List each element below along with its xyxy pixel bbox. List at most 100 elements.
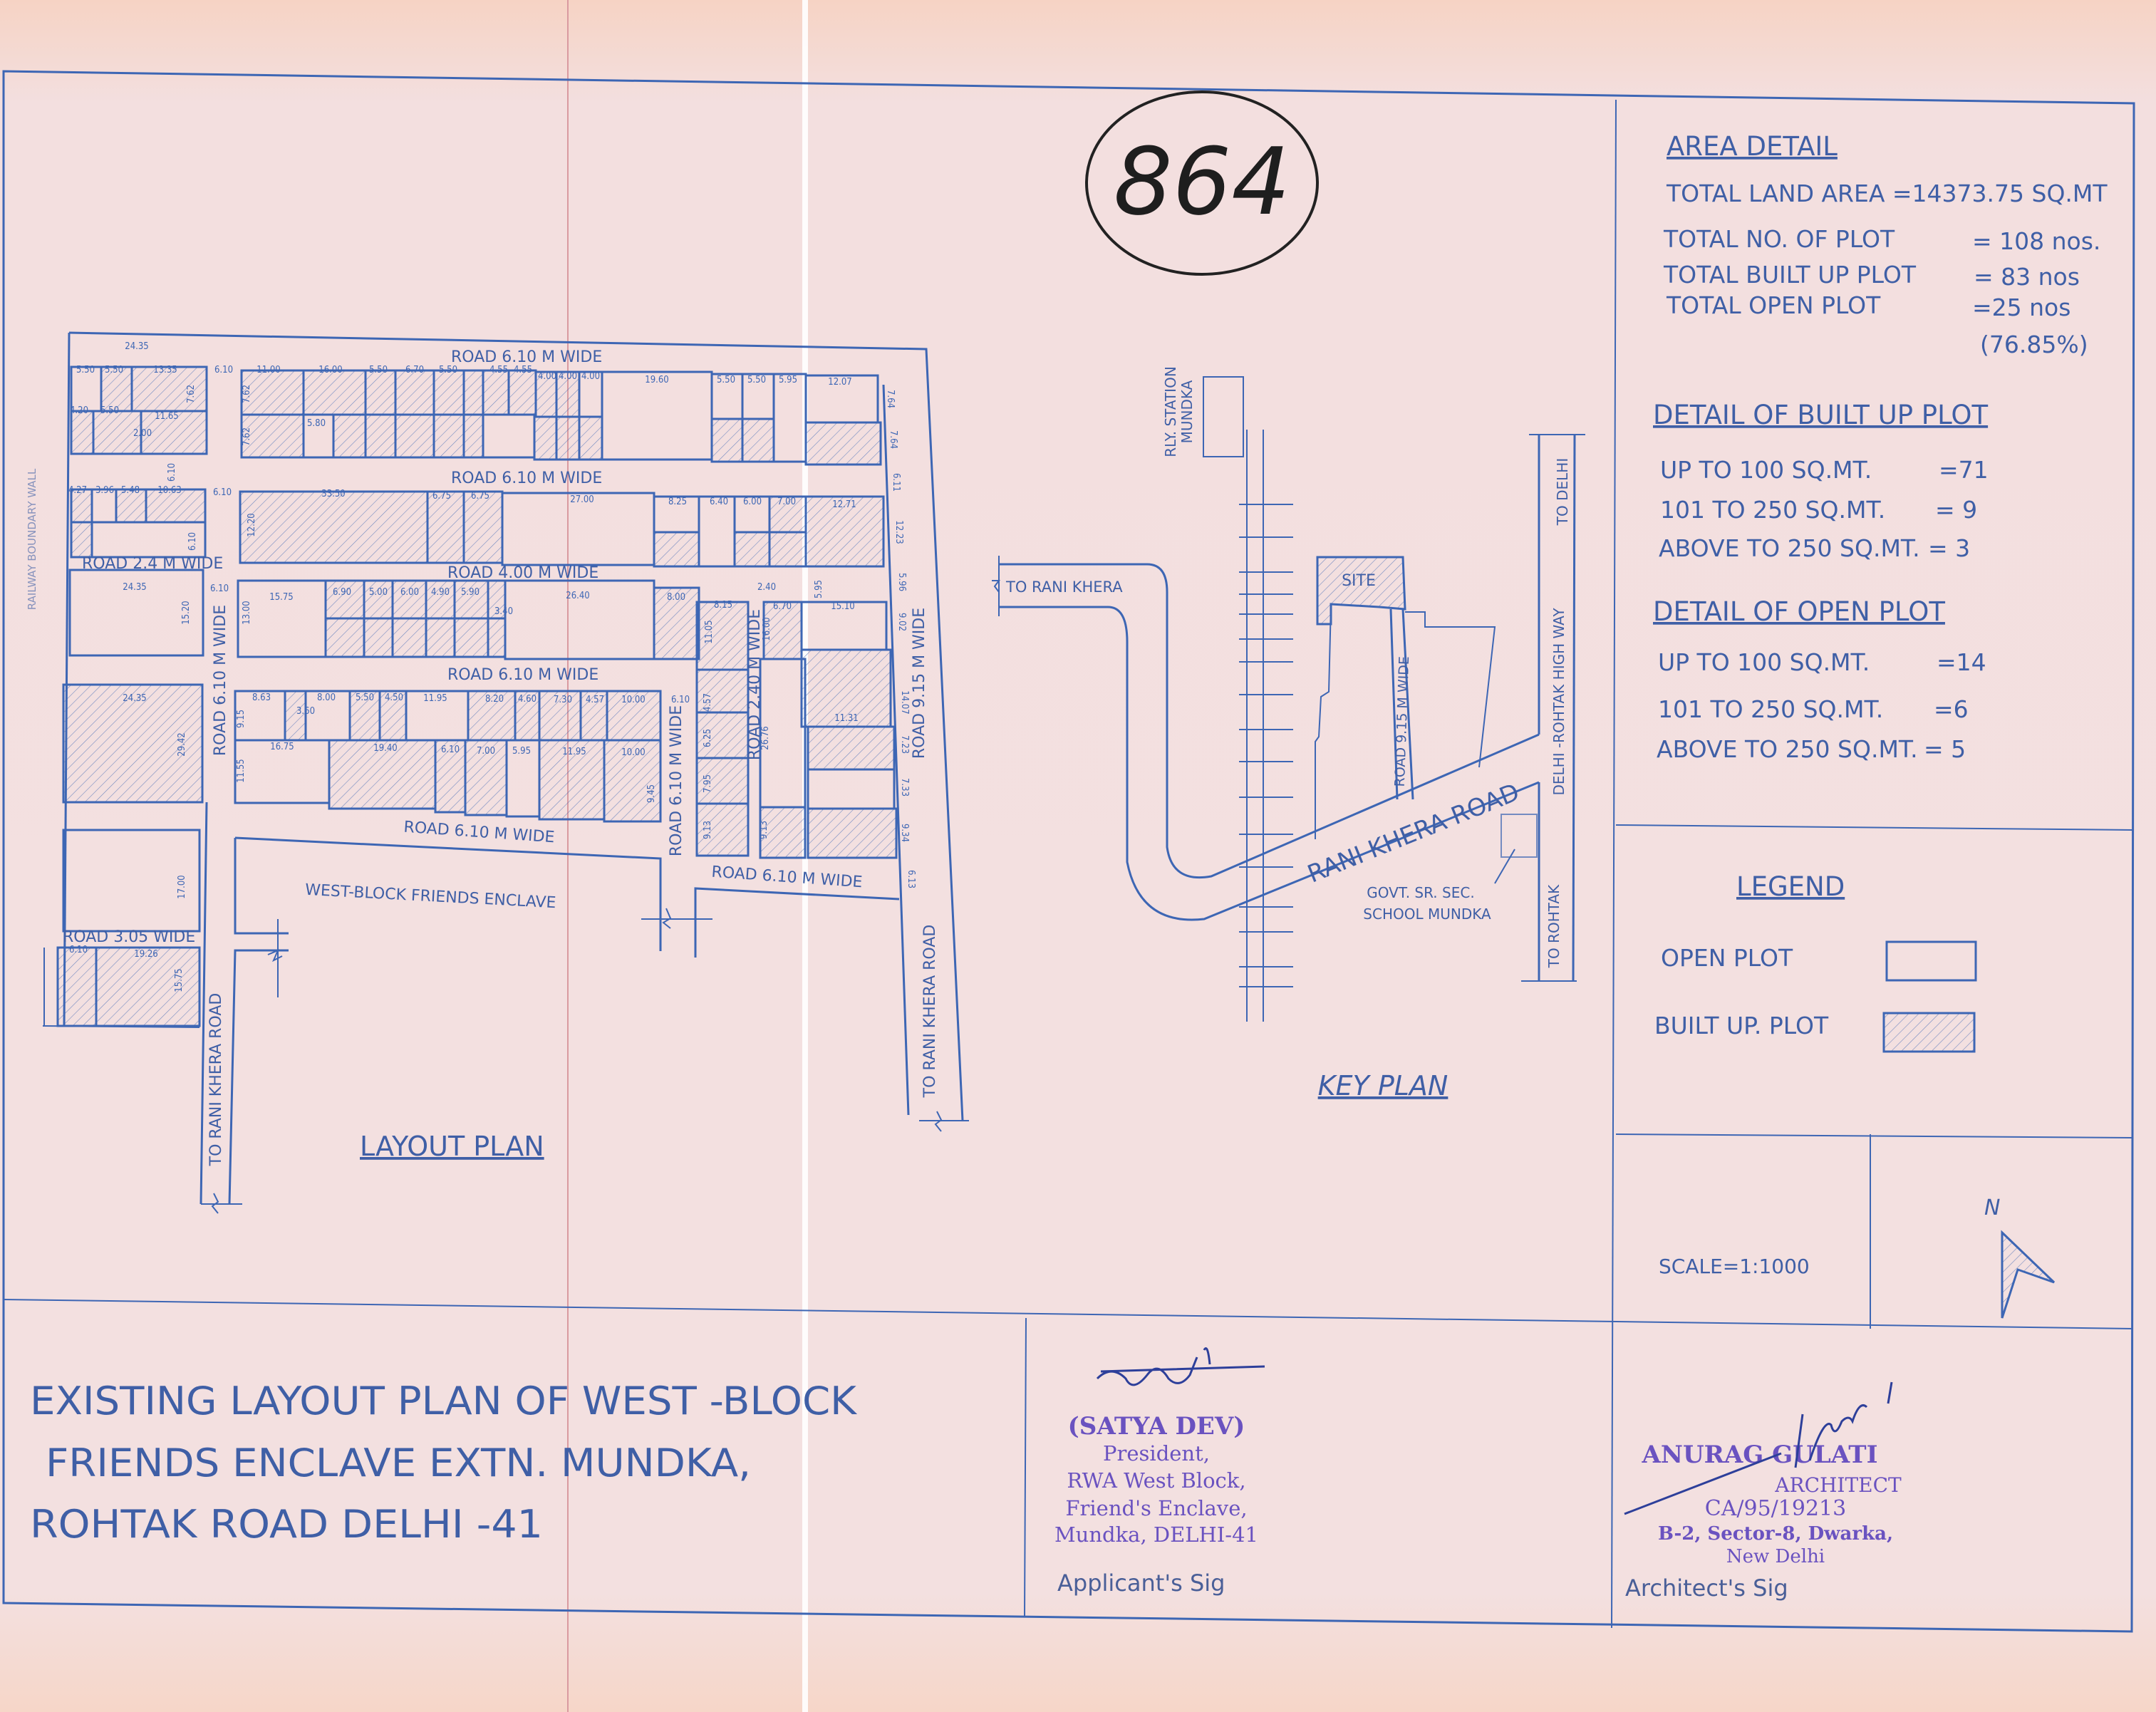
dimension-label: 6.75 xyxy=(432,491,451,502)
dimension-label: 9.13 xyxy=(759,821,769,839)
to-delhi-label: TO DELHI xyxy=(1554,458,1571,526)
rly-station-label-2: MUNDKA xyxy=(1178,380,1196,443)
built-up-plot xyxy=(800,648,892,728)
built-up-plot xyxy=(425,579,456,620)
dimension-label: 10.00 xyxy=(621,695,645,705)
built-up-plots-value: = 83 nos xyxy=(1974,263,2080,291)
area-detail: AREA DETAIL TOTAL LAND AREA =14373.75 SQ… xyxy=(1663,131,2108,358)
dimension-label: 11.95 xyxy=(562,747,586,757)
built-up-detail-heading: DETAIL OF BUILT UP PLOT xyxy=(1653,400,1989,430)
dimension-label: 11.31 xyxy=(834,713,858,724)
dimension-label: 12.23 xyxy=(893,520,904,544)
school-label-1: GOVT. SR. SEC. xyxy=(1367,884,1474,901)
title-line-2: FRIENDS ENCLAVE EXTN. MUNDKA, xyxy=(46,1441,751,1485)
dimension-label: 5.96 xyxy=(896,573,907,591)
built-up-plot xyxy=(507,369,537,416)
built-up-plot xyxy=(538,739,606,821)
dimension-label: 13.00 xyxy=(242,601,252,624)
applicant-line-4: Mundka, DELHI-41 xyxy=(1054,1522,1258,1547)
dimension-label: 5.80 xyxy=(307,418,326,429)
dimension-label: 3.60 xyxy=(296,706,315,717)
dimension-label: 7.95 xyxy=(703,774,713,793)
dimension-label: 7.00 xyxy=(777,497,796,507)
dimension-label: 19.40 xyxy=(373,743,397,754)
dimension-label: 6.00 xyxy=(400,587,419,598)
built-up-plot xyxy=(363,617,394,658)
built-up-plot xyxy=(425,617,456,658)
dimension-label: 16.00 xyxy=(318,365,342,375)
built-up-plot xyxy=(462,369,484,416)
title-block: EXISTING LAYOUT PLAN OF WEST -BLOCK FRIE… xyxy=(30,1379,858,1547)
scale-label: SCALE=1:1000 xyxy=(1659,1255,1810,1278)
applicant-signature xyxy=(1096,1347,1265,1386)
dimension-label: 7.64 xyxy=(888,430,898,449)
dimension-label: 5.90 xyxy=(461,587,480,598)
built-up-plot xyxy=(807,807,898,859)
built-up-plot xyxy=(462,413,484,459)
dimension-label: 6.11 xyxy=(891,473,901,492)
dimension-label: 5.50 xyxy=(717,375,735,385)
built-up-plot xyxy=(432,413,465,459)
dimension-label: 4.20 xyxy=(70,405,88,416)
built-up-plot xyxy=(464,739,508,816)
dimension-label: 6.75 xyxy=(471,491,489,502)
road-label-2-4: ROAD 2.4 M WIDE xyxy=(82,555,223,573)
dimension-label: 5.00 xyxy=(369,587,388,598)
built-up-plot xyxy=(733,531,771,568)
dimension-label: 16.00 xyxy=(762,617,772,640)
dimension-label: 6.25 xyxy=(703,729,713,747)
dimension-label: 6.70 xyxy=(405,365,424,375)
legend-built-up-swatch xyxy=(1882,1012,1976,1053)
dimension-label: 8.00 xyxy=(317,692,336,703)
dimension-label: 11.05 xyxy=(704,620,715,643)
dimension-label: 6.10 xyxy=(213,487,232,498)
dimension-label: 8.15 xyxy=(714,600,732,611)
dimension-label: 27.00 xyxy=(570,494,594,505)
built-up-plot xyxy=(603,739,662,823)
dimension-label: 6.10 xyxy=(167,463,177,482)
built-up-plot xyxy=(467,690,517,742)
title-line-1: EXISTING LAYOUT PLAN OF WEST -BLOCK xyxy=(30,1379,858,1423)
dimension-label: 7.62 xyxy=(242,427,252,446)
sheet-number-stamp: 864 xyxy=(1085,90,1319,276)
dimension-label: 8.20 xyxy=(485,694,504,705)
dimension-label: 6.00 xyxy=(743,497,762,507)
dimension-label: 5.95 xyxy=(814,580,824,598)
road-label-to-rani-khera-right: TO RANI KHERA ROAD xyxy=(921,925,939,1099)
built-up-plot xyxy=(364,413,397,459)
dimension-label: 10.00 xyxy=(621,747,645,758)
dimension-label: 6.13 xyxy=(906,870,916,888)
built-up-plot xyxy=(70,410,95,455)
site-label: SITE xyxy=(1342,572,1376,590)
open-row-label: 101 TO 250 SQ.MT. xyxy=(1658,695,1883,723)
built-up-plot xyxy=(533,415,558,461)
dimension-label: 12.71 xyxy=(832,499,856,510)
built-up-plot xyxy=(804,421,882,466)
dimension-label: 6.10 xyxy=(69,945,88,955)
open-row-value: = 5 xyxy=(1924,735,1966,763)
built-up-plot xyxy=(391,617,427,658)
built-up-plot xyxy=(324,617,366,658)
dimension-label: 26.40 xyxy=(566,591,589,601)
dimension-label: 4.55 xyxy=(489,365,508,375)
open-detail-heading: DETAIL OF OPEN PLOT xyxy=(1653,596,1945,627)
dimension-label: 4.00 xyxy=(538,371,556,382)
dimension-label: 15.75 xyxy=(269,592,293,603)
dimension-label: 11.65 xyxy=(155,411,178,422)
applicant-signature-block: (SATYA DEV) President, RWA West Block, F… xyxy=(1054,1347,1265,1597)
dimension-label: 11.00 xyxy=(256,365,280,375)
to-rani-khera-label: TO RANI KHERA xyxy=(1005,579,1123,596)
dimension-label: 6.70 xyxy=(773,601,792,612)
architect-name: ANURAG GULATI xyxy=(1642,1441,1878,1469)
dimension-label: 3.96 xyxy=(95,485,114,496)
built-up-plot xyxy=(140,410,208,455)
dimension-label: 2.00 xyxy=(133,428,152,439)
dimension-label: 4.27 xyxy=(68,485,87,496)
dimension-label: 26.76 xyxy=(760,726,771,749)
built-row-label: UP TO 100 SQ.MT. xyxy=(1660,456,1872,484)
legend-built-up-label: BUILT UP. PLOT xyxy=(1654,1012,1829,1039)
dimension-label: 7.30 xyxy=(554,695,572,705)
applicant-name: (SATYA DEV) xyxy=(1068,1412,1245,1441)
north-arrow-icon xyxy=(2001,1230,2056,1319)
dimension-label: 9.34 xyxy=(899,824,910,842)
